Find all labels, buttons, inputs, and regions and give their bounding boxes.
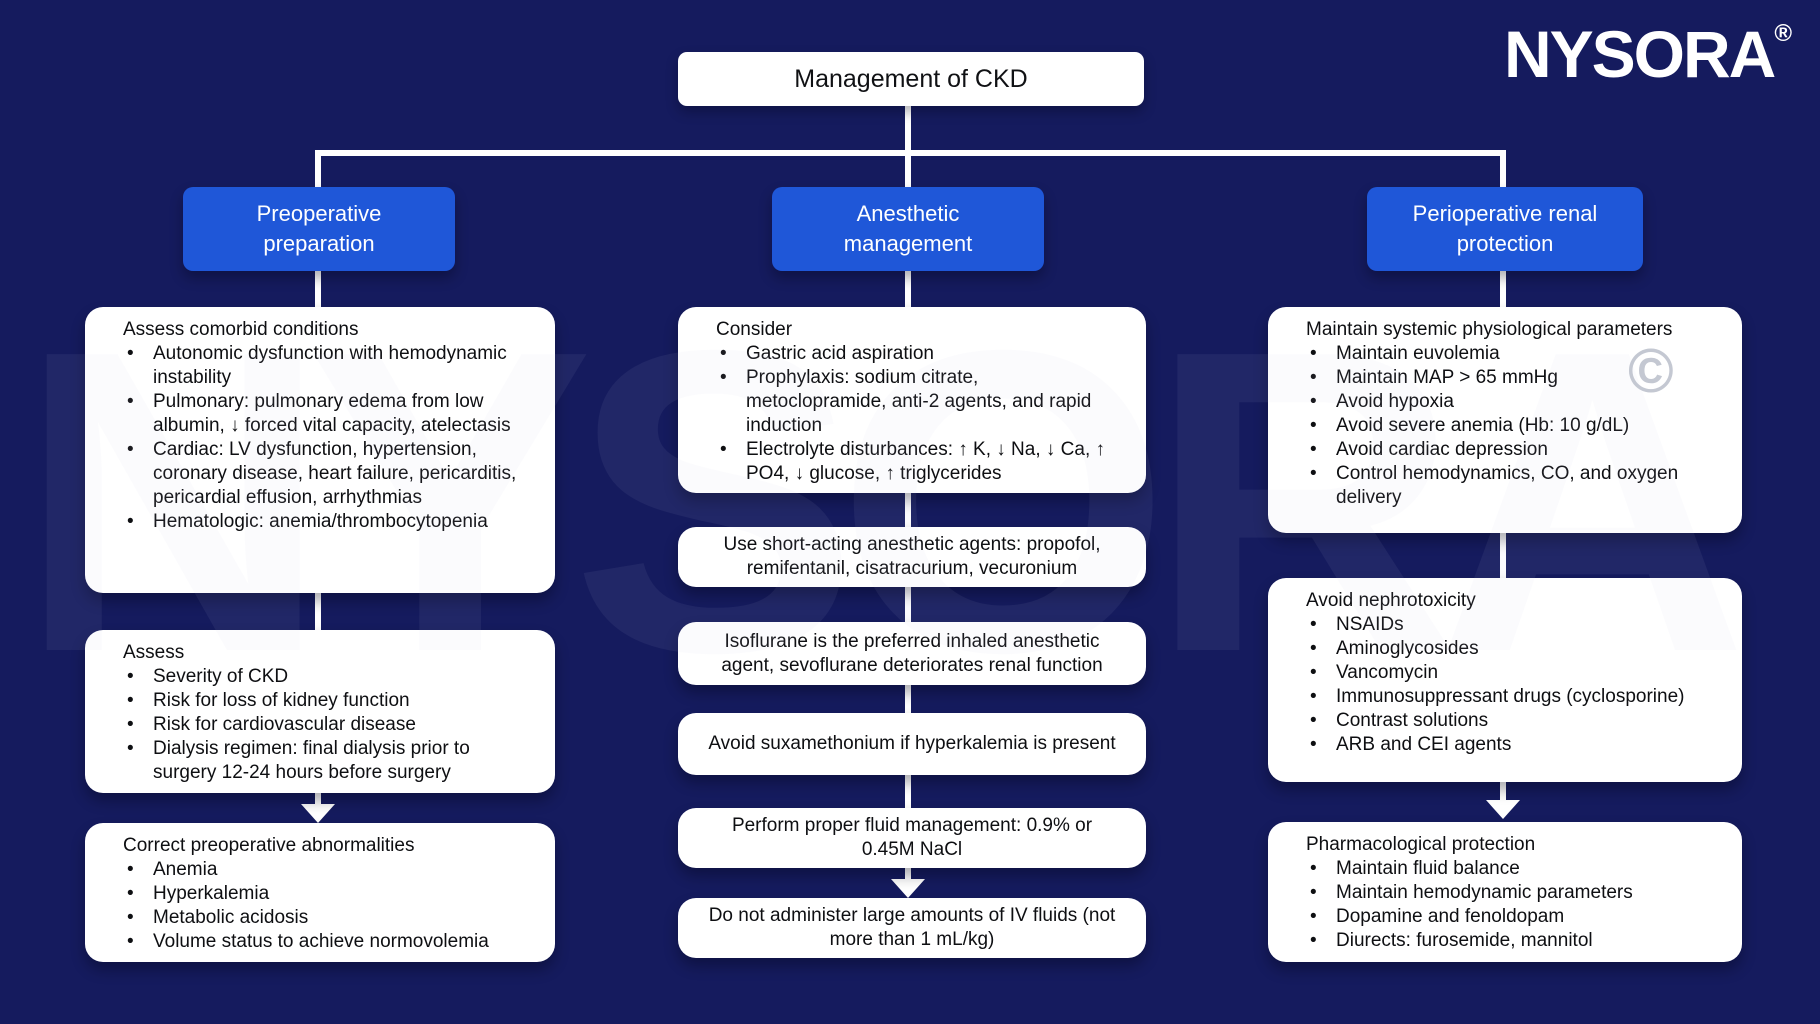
box-maintain-physiological-parameters: Maintain systemic physiological paramete… [1268,307,1742,533]
header-anesthetic-management: Anesthetic management [772,187,1044,271]
box-heading: Avoid nephrotoxicity [1306,590,1476,611]
list-item: Aminoglycosides [1306,637,1697,661]
connector-drop-left [315,152,321,189]
box-heading: Assess [123,642,185,663]
connector-mid-6 [905,866,911,880]
list-item: Electrolyte disturbances: ↑ K, ↓ Na, ↓ C… [716,438,1122,486]
connector-drop-middle [905,152,911,189]
box-heading: Pharmacological protection [1306,834,1536,855]
box-consider: Consider Gastric acid aspiration Prophyl… [678,307,1146,493]
box-short-acting-agents: Use short-acting anesthetic agents: prop… [678,527,1146,587]
bullet-list: NSAIDs Aminoglycosides Vancomycin Immuno… [1306,613,1697,757]
connector-right-2 [1500,531,1506,580]
logo-text: NYSORA [1503,17,1776,91]
bullet-list: Gastric acid aspiration Prophylaxis: sod… [716,342,1122,486]
connector-title-stub [905,104,911,152]
connector-left-1 [315,269,321,309]
column-header-label: Perioperative renal protection [1412,201,1598,256]
list-item: Avoid cardiac depression [1306,438,1697,462]
list-item: Risk for cardiovascular disease [123,713,531,737]
connector-mid-5 [905,773,911,810]
list-item: Anemia [123,858,531,882]
list-item: Dialysis regimen: final dialysis prior t… [123,737,531,785]
box-heading: Assess comorbid conditions [123,319,359,340]
column-header-label: Anesthetic management [843,201,973,256]
list-item: Pulmonary: pulmonary edema from low albu… [123,390,531,438]
box-avoid-nephrotoxicity: Avoid nephrotoxicity NSAIDs Aminoglycosi… [1268,578,1742,782]
list-item: Avoid severe anemia (Hb: 10 g/dL) [1306,414,1697,438]
column-header-label: Preoperative preparation [256,201,382,256]
connector-left-2 [315,591,321,632]
bullet-list: Anemia Hyperkalemia Metabolic acidosis V… [123,858,531,954]
list-item: Diurects: furosemide, mannitol [1306,929,1697,953]
box-fluid-management: Perform proper fluid management: 0.9% or… [678,808,1146,868]
list-item: Metabolic acidosis [123,906,531,930]
connector-left-3 [315,791,321,806]
list-item: Immunosuppressant drugs (cyclosporine) [1306,685,1697,709]
title-node: Management of CKD [678,52,1144,106]
box-text: Do not administer large amounts of IV fl… [708,905,1116,950]
box-avoid-suxamethonium: Avoid suxamethonium if hyperkalemia is p… [678,713,1146,775]
arrow-down-icon [301,804,335,823]
connector-mid-1 [905,269,911,309]
list-item: Autonomic dysfunction with hemodynamic i… [123,342,531,390]
list-item: Hematologic: anemia/thrombocytopenia [123,510,531,534]
list-item: Severity of CKD [123,665,531,689]
connector-mid-2 [905,491,911,529]
box-text: Use short-acting anesthetic agents: prop… [723,534,1101,579]
list-item: NSAIDs [1306,613,1697,637]
connector-drop-right [1500,152,1506,189]
list-item: ARB and CEI agents [1306,733,1697,757]
box-correct-preoperative-abnormalities: Correct preoperative abnormalities Anemi… [85,823,555,962]
list-item: Avoid hypoxia [1306,390,1697,414]
list-item: Contrast solutions [1306,709,1697,733]
box-pharmacological-protection: Pharmacological protection Maintain flui… [1268,822,1742,962]
list-item: Maintain MAP > 65 mmHg [1306,366,1697,390]
box-heading: Consider [716,319,793,340]
arrow-down-icon [1486,800,1520,819]
header-perioperative-renal-protection: Perioperative renal protection [1367,187,1643,271]
connector-mid-4 [905,683,911,715]
list-item: Gastric acid aspiration [716,342,1122,366]
list-item: Maintain euvolemia [1306,342,1697,366]
bullet-list: Maintain fluid balance Maintain hemodyna… [1306,857,1697,953]
list-item: Maintain fluid balance [1306,857,1697,881]
box-text: Avoid suxamethonium if hyperkalemia is p… [708,733,1116,754]
nysora-logo: NYSORA® [1504,16,1792,92]
box-heading: Maintain systemic physiological paramete… [1306,319,1673,340]
box-text: Isoflurane is the preferred inhaled anes… [721,630,1103,676]
list-item: Cardiac: LV dysfunction, hypertension, c… [123,438,531,510]
registered-trademark-icon: ® [1774,20,1792,47]
connector-right-1 [1500,271,1506,309]
list-item: Dopamine and fenoldopam [1306,905,1697,929]
connector-right-3 [1500,780,1506,802]
page-title: Management of CKD [794,64,1028,93]
box-assess-comorbid-conditions: Assess comorbid conditions Autonomic dys… [85,307,555,593]
list-item: Prophylaxis: sodium citrate, metoclopram… [716,366,1122,438]
box-no-large-iv-fluids: Do not administer large amounts of IV fl… [678,898,1146,958]
box-text: Perform proper fluid management: 0.9% or… [731,815,1093,860]
list-item: Control hemodynamics, CO, and oxygen del… [1306,462,1697,510]
bullet-list: Maintain euvolemia Maintain MAP > 65 mmH… [1306,342,1697,510]
list-item: Maintain hemodynamic parameters [1306,881,1697,905]
arrow-down-icon [891,879,925,898]
box-heading: Correct preoperative abnormalities [123,835,415,856]
list-item: Risk for loss of kidney function [123,689,531,713]
connector-mid-3 [905,585,911,624]
list-item: Volume status to achieve normovolemia [123,930,531,954]
list-item: Hyperkalemia [123,882,531,906]
box-isoflurane-preferred: Isoflurane is the preferred inhaled anes… [678,622,1146,685]
header-preoperative-preparation: Preoperative preparation [183,187,455,271]
bullet-list: Severity of CKD Risk for loss of kidney … [123,665,531,785]
bullet-list: Autonomic dysfunction with hemodynamic i… [123,342,531,534]
box-assess-ckd: Assess Severity of CKD Risk for loss of … [85,630,555,793]
list-item: Vancomycin [1306,661,1697,685]
